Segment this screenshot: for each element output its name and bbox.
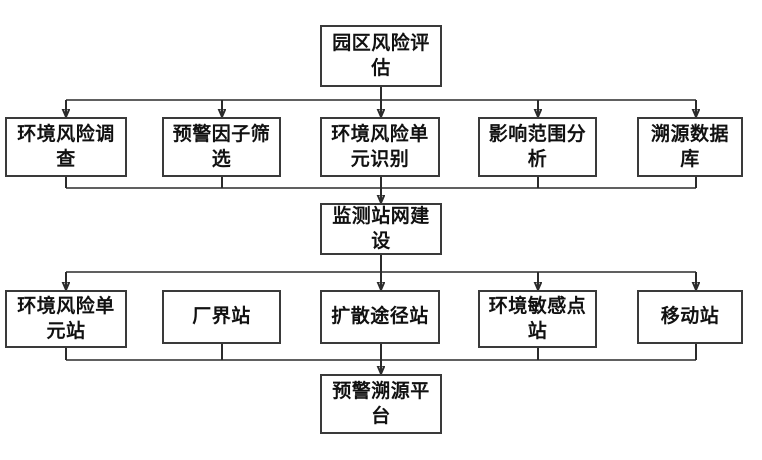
node-label: 环境风险单元站 bbox=[17, 295, 115, 342]
node-label: 溯源数据库 bbox=[650, 123, 729, 170]
node-factory-boundary-station[interactable]: 厂界站 bbox=[162, 290, 281, 344]
node-environmental-risk-unit-identification[interactable]: 环境风险单元识别 bbox=[320, 117, 440, 177]
node-environmental-risk-unit-station[interactable]: 环境风险单元站 bbox=[5, 290, 127, 348]
node-environmental-risk-survey[interactable]: 环境风险调查 bbox=[5, 117, 127, 177]
node-label: 预警因子筛选 bbox=[172, 123, 271, 170]
node-label: 厂界站 bbox=[192, 306, 251, 328]
node-environmental-sensitive-point-station[interactable]: 环境敏感点站 bbox=[478, 290, 597, 348]
node-label: 影响范围分析 bbox=[488, 123, 587, 170]
node-label: 扩散途径站 bbox=[331, 306, 429, 328]
node-label: 预警溯源平台 bbox=[332, 380, 430, 427]
node-label: 监测站网建设 bbox=[332, 205, 430, 252]
node-label: 环境风险单元识别 bbox=[331, 123, 429, 170]
node-label: 园区风险评估 bbox=[332, 32, 430, 79]
node-label: 环境敏感点站 bbox=[488, 295, 587, 342]
connector-row2-to-row3 bbox=[65, 177, 697, 202]
node-traceability-database[interactable]: 溯源数据库 bbox=[637, 117, 743, 177]
connector-row1-to-row2 bbox=[66, 87, 696, 116]
node-early-warning-traceability-platform[interactable]: 预警溯源平台 bbox=[320, 374, 442, 434]
node-mobile-station[interactable]: 移动站 bbox=[637, 290, 743, 344]
connector-row4-to-row5 bbox=[65, 344, 697, 373]
node-label: 环境风险调查 bbox=[17, 123, 115, 170]
node-monitoring-station-network-construction[interactable]: 监测站网建设 bbox=[320, 203, 442, 255]
node-diffusion-path-station[interactable]: 扩散途径站 bbox=[320, 290, 440, 344]
connector-row3-to-row4 bbox=[66, 255, 696, 289]
node-label: 移动站 bbox=[660, 306, 720, 328]
node-early-warning-factor-screening[interactable]: 预警因子筛选 bbox=[162, 117, 281, 177]
node-park-risk-assessment[interactable]: 园区风险评估 bbox=[320, 25, 442, 87]
node-impact-range-analysis[interactable]: 影响范围分析 bbox=[478, 117, 597, 177]
